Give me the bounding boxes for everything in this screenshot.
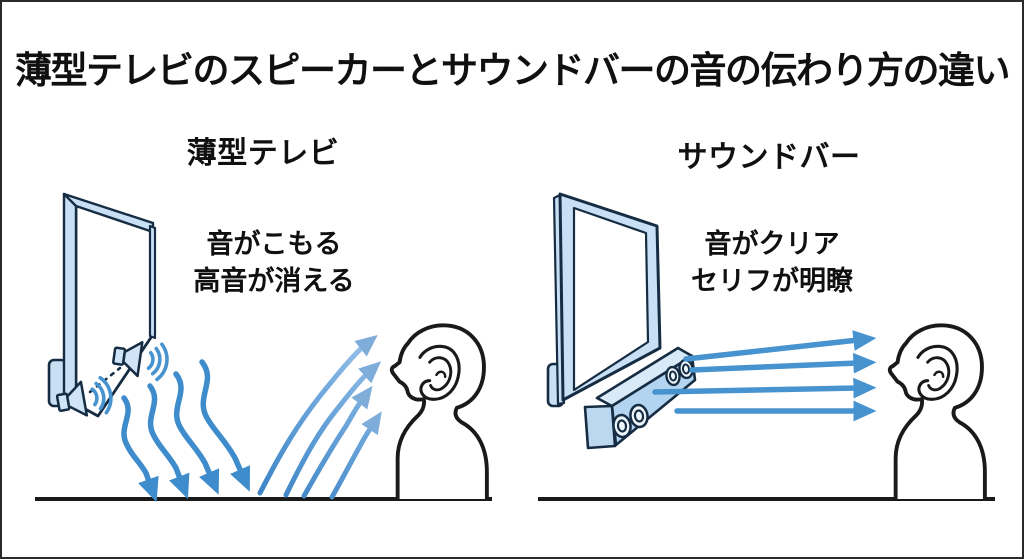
left-panel-label: 薄型テレビ [186,137,340,170]
speaker-driver-icon [665,365,681,387]
right-panel-label: サウンドバー [677,141,861,174]
right-note-line2: セリフが明瞭 [691,266,853,296]
right-diagram [538,192,995,501]
diagram-title: 薄型テレビのスピーカーとサウンドバーの音の伝わり方の違い [15,50,1011,91]
flat-tv-front-illustration [546,192,662,408]
tv-right-edge [148,224,157,340]
tv-back-panel [74,197,154,418]
speaker-driver-icon [612,413,632,439]
listener-head-icon [887,323,987,501]
tv-screen [572,206,650,392]
speaker-driver-icon [629,403,649,429]
right-panel-note: 音がクリア セリフが明瞭 [691,226,853,300]
soundbar-end-face [583,404,617,450]
left-panel-note: 音がこもる 高音が消える [193,226,354,300]
reflected-sound-arrows-down [121,359,251,503]
direct-sound-arrows [652,330,877,422]
tv-side-edge [62,192,78,406]
right-note-line1: 音がクリア [704,229,840,259]
listener-head-icon [389,323,489,501]
left-note-line1: 音がこもる [206,229,342,259]
flat-tv-back-illustration [47,192,157,418]
left-note-line2: 高音が消える [193,266,355,296]
left-diagram [35,192,492,503]
reflected-sound-arrows-up [257,334,382,500]
soundbar-illustration [583,346,697,450]
